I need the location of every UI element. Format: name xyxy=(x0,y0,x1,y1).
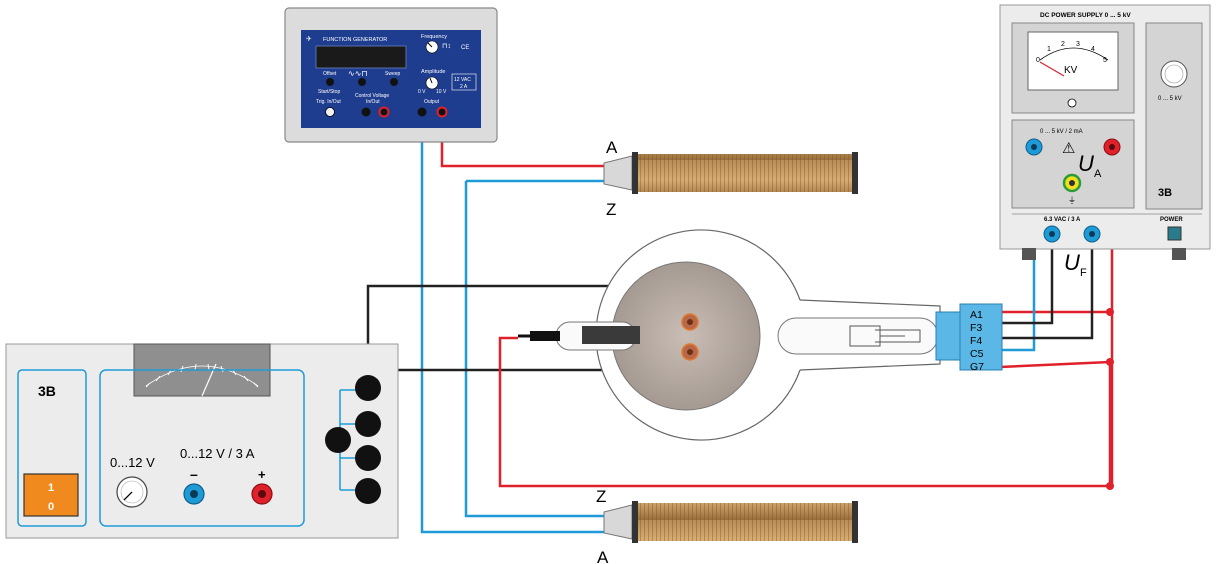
fg-offset-label: Offset xyxy=(323,71,337,77)
hv-meter-tick-4: 4 xyxy=(1091,46,1095,53)
low-switch-off: 0 xyxy=(48,501,54,513)
hv-meter-tick-2: 2 xyxy=(1061,41,1065,48)
black-wire-f4 xyxy=(1000,238,1094,340)
fg-waveform-select-icon: ⊓↕ xyxy=(442,43,451,50)
hv-meter-tick-5: 5 xyxy=(1103,57,1107,64)
function-generator: ✈ FUNCTION GENERATOR Frequency ⊓↕ CE Off… xyxy=(284,7,498,143)
anode-voltage-label: U xyxy=(1078,151,1094,176)
hv-power-switch[interactable] xyxy=(1167,226,1182,241)
pin-c5: C5 xyxy=(970,348,984,360)
tube-left-terminal xyxy=(582,326,640,344)
low-knob-label: 0...12 V xyxy=(110,455,155,470)
hv-meter-tick-0: 0 xyxy=(1036,57,1040,64)
fg-output-label: Output xyxy=(424,99,440,105)
low-switch-on: 1 xyxy=(48,482,54,494)
junction-dot xyxy=(1106,308,1114,316)
fg-trig-socket[interactable] xyxy=(325,107,335,117)
junction-dot xyxy=(1106,358,1114,366)
bottom-coil-label-z: Z xyxy=(596,487,606,506)
filament-voltage-label: U xyxy=(1064,250,1080,275)
fg-output-socket-black[interactable] xyxy=(417,107,427,117)
fg-waveform-button[interactable] xyxy=(358,78,366,86)
blue-wire-fg-to-bottom-coil xyxy=(420,114,604,534)
low-socket-4[interactable] xyxy=(355,478,381,504)
low-minus-label: – xyxy=(190,466,198,482)
fg-amp-max: 10 V xyxy=(436,89,447,95)
pin-a1: A1 xyxy=(970,309,983,321)
low-voltage-supply: 3B 1 0 0...12 V 0...12 V / 3 A – + xyxy=(5,343,399,539)
fg-supply-label-1: 12 VAC xyxy=(454,77,471,83)
fg-trig-label: Trig. In/Out xyxy=(316,99,341,105)
hv-meter-tick-1: 1 xyxy=(1047,46,1051,53)
fg-sweep-button[interactable] xyxy=(390,78,398,86)
tube-connector: A1 F3 F4 C5 G7 xyxy=(935,303,1003,373)
bottom-coil-label-a: A xyxy=(597,548,609,564)
low-socket-5[interactable] xyxy=(325,427,351,453)
hv-meter xyxy=(1027,31,1119,91)
fg-output-socket-red[interactable] xyxy=(436,106,448,118)
blue-wire-coil-link xyxy=(464,181,604,518)
bottom-coil: Z A xyxy=(596,487,858,564)
hv-zero-adjust-screw[interactable] xyxy=(1067,98,1077,108)
fg-supply-label-2: 2 A xyxy=(460,84,468,90)
hv-range-label: 0 ... 5 kV xyxy=(1158,96,1182,102)
low-plus-label: + xyxy=(258,467,266,482)
low-socket-3[interactable] xyxy=(355,445,381,471)
ground-icon: ⏚ xyxy=(1068,196,1076,205)
fg-control-voltage-label: Control Voltage xyxy=(355,93,389,99)
hv-meter-needle xyxy=(1039,61,1065,77)
low-brand-logo: 3B xyxy=(38,383,56,399)
fg-control-socket-red[interactable] xyxy=(378,106,390,118)
electron-gun xyxy=(849,325,921,347)
low-power-switch[interactable] xyxy=(23,473,79,517)
top-coil-label-a: A xyxy=(606,138,618,157)
top-coil-label-z: Z xyxy=(606,200,616,219)
low-socket-2[interactable] xyxy=(355,411,381,437)
pin-f3: F3 xyxy=(970,322,982,334)
hv-filament-label: 6.3 VAC / 3 A xyxy=(1044,217,1081,223)
fg-offset-button[interactable] xyxy=(326,78,334,86)
hv-title: DC POWER SUPPLY 0 ... 5 kV xyxy=(1040,12,1131,19)
pin-g7: G7 xyxy=(970,361,984,373)
filament-voltage-sub: F xyxy=(1080,267,1087,279)
fg-amp-min: 0 V xyxy=(418,89,426,95)
fg-control-voltage-sub: In/Out xyxy=(366,99,380,105)
red-wire-tube-left xyxy=(498,336,1112,488)
hv-brand-logo: 3B xyxy=(1158,187,1172,199)
hv-output-label: 0 ... 5 kV / 2 mA xyxy=(1040,129,1083,135)
hv-meter-unit: KV xyxy=(1064,65,1078,76)
fg-title: FUNCTION GENERATOR xyxy=(323,37,387,43)
low-output-label: 0...12 V / 3 A xyxy=(180,446,255,461)
fg-waveform-icon: ∿∿⊓ xyxy=(348,69,368,78)
junction-dot xyxy=(1106,482,1114,490)
low-socket-1[interactable] xyxy=(355,375,381,401)
fg-control-socket-black[interactable] xyxy=(361,107,371,117)
hv-power-label: POWER xyxy=(1160,217,1183,223)
hv-meter-tick-3: 3 xyxy=(1076,41,1080,48)
fg-amplitude-label: Amplitude xyxy=(421,69,445,75)
pin-f4: F4 xyxy=(970,335,982,347)
fg-frequency-label: Frequency xyxy=(421,34,447,40)
fg-display xyxy=(315,45,407,69)
black-wire-f3 xyxy=(1000,238,1054,325)
anode-voltage-sub: A xyxy=(1094,168,1102,180)
fg-ce-mark: CE xyxy=(461,45,469,51)
fg-start-stop-label: Start/Stop xyxy=(318,89,340,95)
electron-tube xyxy=(518,229,941,441)
red-wire-g7 xyxy=(999,360,1111,369)
fg-logo-icon: ✈ xyxy=(306,36,312,43)
hv-power-supply: DC POWER SUPPLY 0 ... 5 kV 0 1 2 3 4 5 K… xyxy=(999,4,1211,279)
top-coil: A Z xyxy=(603,138,858,219)
fg-sweep-label: Sweep xyxy=(385,71,401,77)
warning-icon: ⚠ xyxy=(1062,140,1075,157)
